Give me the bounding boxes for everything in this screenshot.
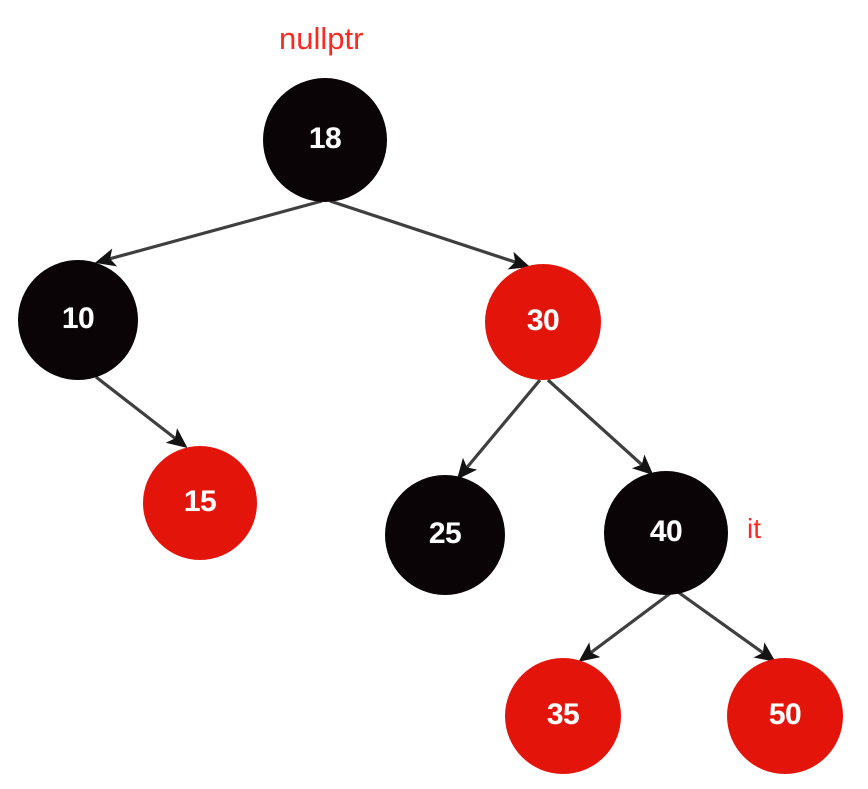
- tree-edge-n10-to-n15: [95, 375, 188, 448]
- tree-node-10[interactable]: 10: [18, 260, 138, 380]
- tree-node-50[interactable]: 50: [727, 658, 843, 774]
- tree-node-label: 40: [649, 515, 683, 548]
- tree-edge-n30-to-n40: [546, 378, 654, 476]
- tree-node-label: 25: [428, 517, 462, 550]
- tree-node-label: 10: [61, 302, 95, 335]
- tree-node-15[interactable]: 15: [143, 446, 257, 560]
- tree-edge-n18-to-n10: [94, 199, 323, 267]
- tree-node-25[interactable]: 25: [385, 475, 505, 595]
- annotation-nullptr: nullptr: [279, 21, 364, 56]
- tree-node-label: 30: [526, 304, 560, 337]
- tree-node-label: 35: [546, 698, 580, 731]
- annotation-it: it: [747, 513, 761, 544]
- tree-edge-n40-to-n50: [677, 590, 776, 662]
- tree-node-35[interactable]: 35: [505, 658, 621, 774]
- tree-node-label: 18: [308, 122, 342, 155]
- tree-node-40[interactable]: 40: [604, 471, 728, 595]
- tree-node-18[interactable]: 18: [263, 78, 387, 202]
- tree-node-30[interactable]: 30: [485, 264, 601, 380]
- tree-edge-n40-to-n35: [578, 590, 673, 662]
- tree-node-label: 50: [768, 698, 802, 731]
- tree-edge-n18-to-n30: [329, 199, 531, 270]
- tree-edge-n30-to-n25: [456, 378, 542, 480]
- tree-node-label: 15: [183, 485, 217, 518]
